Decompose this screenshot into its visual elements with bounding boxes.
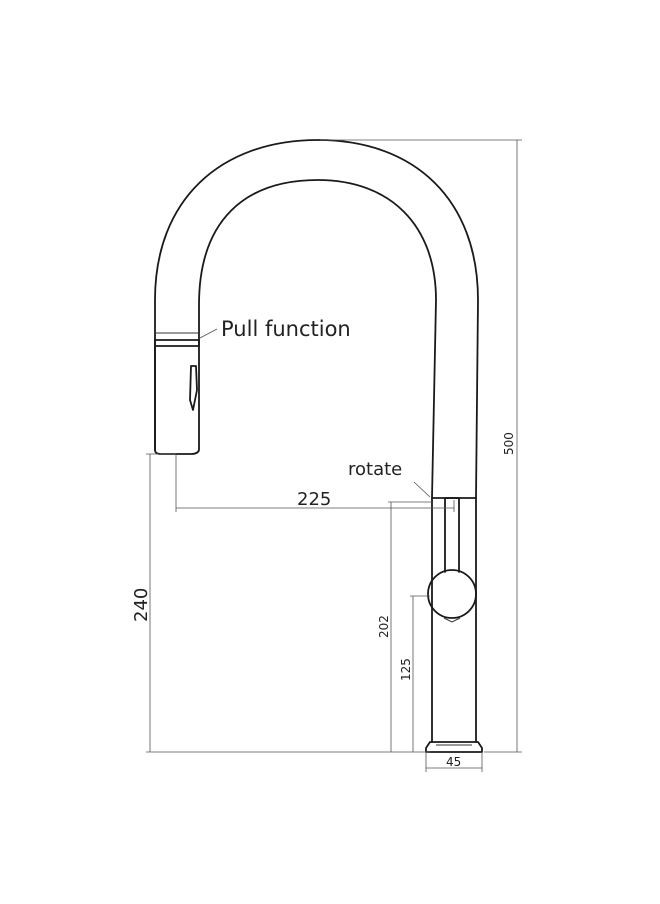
spout-inner-curve xyxy=(198,179,437,499)
dimension-lines xyxy=(146,139,522,772)
handle-knob xyxy=(427,569,477,619)
spray-head xyxy=(154,339,200,455)
faucet-outline xyxy=(154,139,483,753)
base-width-dimension-label: 45 xyxy=(446,755,461,769)
lever-handle xyxy=(444,497,460,573)
rotate-label: rotate xyxy=(348,459,402,480)
pull-function-leader xyxy=(199,328,218,339)
faucet-base xyxy=(425,741,483,753)
reach-dimension-label: 225 xyxy=(297,489,331,510)
pull-function-label: Pull function xyxy=(221,317,351,341)
spray-button xyxy=(189,365,198,411)
total-height-dimension-label: 500 xyxy=(502,432,516,455)
handle-knob-tip xyxy=(443,617,461,623)
handle-height-dimension-label: 125 xyxy=(399,658,413,681)
spout-outer-curve xyxy=(154,139,479,499)
body-height-dimension-label: 202 xyxy=(377,615,391,638)
rotate-leader xyxy=(413,481,431,498)
spout-height-dimension-label: 240 xyxy=(131,588,152,622)
